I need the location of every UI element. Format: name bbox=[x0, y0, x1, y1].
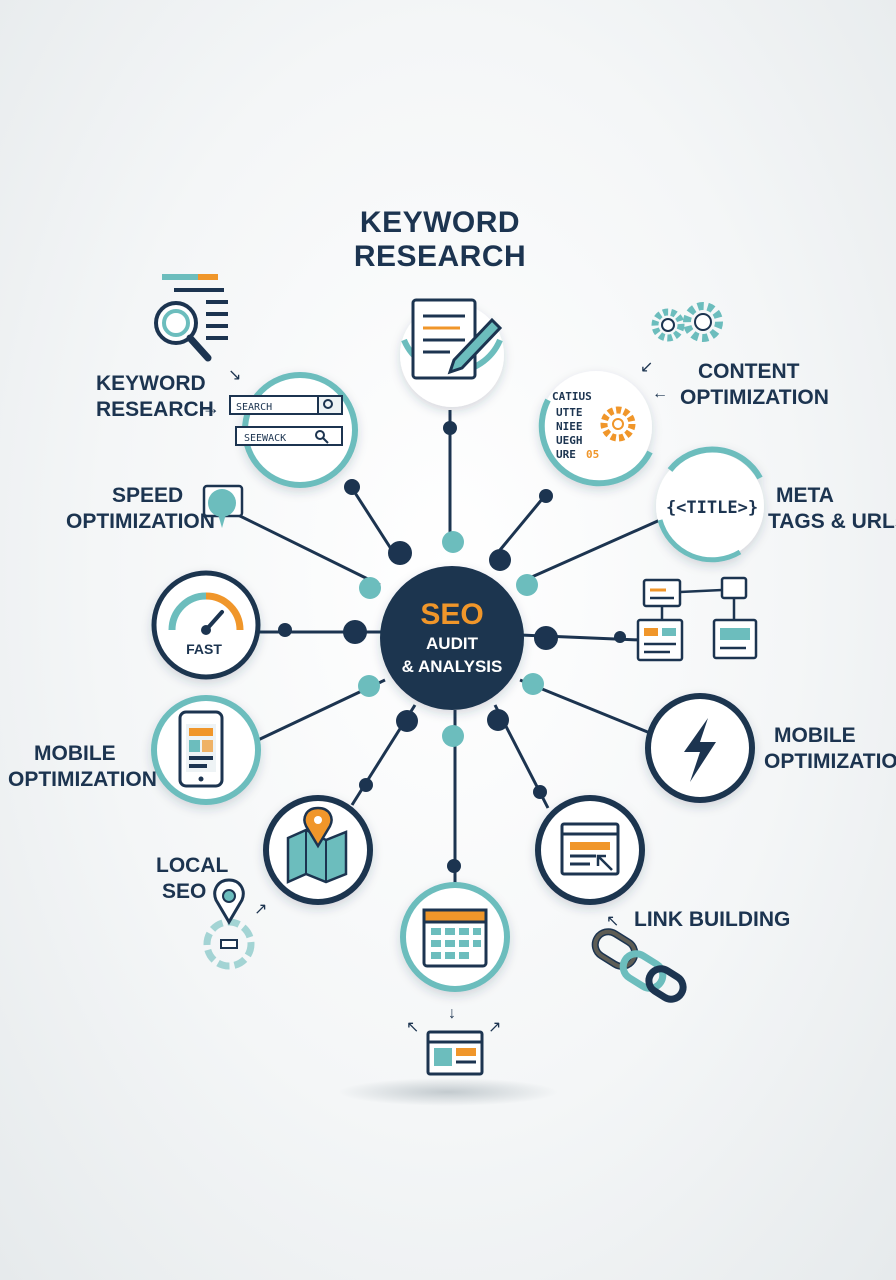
label-mobile-right-1: MOBILE bbox=[774, 724, 856, 747]
label-keyword-left-2: RESEARCH bbox=[96, 398, 214, 421]
content-text-4: UEGH bbox=[556, 434, 583, 447]
chat-bubble-icon bbox=[202, 484, 244, 528]
content-text-1: CATIUS bbox=[552, 390, 592, 403]
sitemap-icon bbox=[636, 576, 758, 662]
title-tag-icon: {<TITLE>} bbox=[666, 498, 758, 518]
chain-link-icon bbox=[591, 928, 687, 1003]
label-content-2: OPTIMIZATION bbox=[680, 386, 829, 409]
arrow-glyph: ↗ bbox=[488, 1019, 501, 1036]
label-link: LINK BUILDING bbox=[634, 908, 790, 931]
label-mobile-left-2: OPTIMIZATION bbox=[8, 768, 157, 791]
search-icon bbox=[315, 430, 325, 440]
arrow-glyph: ↖ bbox=[606, 913, 619, 930]
search-box-top: SEARCH bbox=[229, 395, 343, 415]
location-pin-icon bbox=[203, 878, 255, 970]
node-content bbox=[538, 371, 653, 487]
arrow-glyph: ↗ bbox=[254, 901, 267, 918]
content-text-2: UTTE bbox=[556, 406, 583, 419]
search-box-top-text: SEARCH bbox=[236, 402, 272, 413]
label-keyword-left-1: KEYWORD bbox=[96, 372, 206, 395]
connector-dots bbox=[278, 421, 626, 873]
center-title: SEO bbox=[420, 598, 483, 631]
content-gear-icon: CATIUS UTTE NIEE UEGH URE 05 bbox=[552, 390, 636, 461]
label-speed-2: OPTIMIZATION bbox=[66, 510, 215, 533]
search-box-bottom-text: SEEWACK bbox=[244, 433, 286, 444]
ground-shadow bbox=[338, 1078, 558, 1106]
document-pen-icon bbox=[411, 298, 503, 380]
arrow-glyph: ← bbox=[652, 385, 668, 402]
arrow-glyph: → bbox=[202, 398, 220, 418]
map-pin-icon bbox=[286, 806, 348, 884]
speed-gauge-label: FAST bbox=[186, 641, 222, 657]
arrow-glyph: ↙ bbox=[640, 359, 653, 376]
top-title-line1: KEYWORD bbox=[360, 206, 520, 239]
content-text-3: NIEE bbox=[556, 420, 583, 433]
center-hub: SEO AUDIT & ANALYSIS bbox=[380, 566, 524, 710]
gears-icon bbox=[651, 302, 723, 342]
browser-window-icon bbox=[560, 822, 620, 876]
responsive-window-icon bbox=[426, 1030, 484, 1076]
smartphone-icon bbox=[178, 710, 224, 788]
label-local-2: SEO bbox=[162, 880, 206, 903]
label-content-1: CONTENT bbox=[698, 360, 800, 383]
speedometer-icon: FAST bbox=[168, 592, 244, 657]
top-title-line2: RESEARCH bbox=[354, 240, 526, 273]
arrow-glyph: ↓ bbox=[448, 1005, 456, 1022]
content-text-6: 05 bbox=[586, 448, 599, 461]
label-local-1: LOCAL bbox=[156, 854, 228, 877]
label-speed-1: SPEED bbox=[112, 484, 183, 507]
magnifier-list-icon bbox=[154, 274, 228, 362]
label-mobile-right-2: OPTIMIZATION bbox=[764, 750, 896, 773]
calendar-grid-icon bbox=[422, 908, 488, 968]
node-meta bbox=[656, 446, 764, 563]
label-meta-2: TAGS & URLs bbox=[768, 510, 896, 533]
center-line3: & ANALYSIS bbox=[402, 657, 503, 676]
label-mobile-left-1: MOBILE bbox=[34, 742, 116, 765]
arrow-glyph: ↘ bbox=[228, 367, 241, 384]
center-line2: AUDIT bbox=[426, 634, 479, 653]
content-text-5: URE bbox=[556, 448, 576, 461]
search-icon bbox=[323, 399, 333, 409]
search-box-bottom: SEEWACK bbox=[235, 426, 343, 446]
lightning-icon bbox=[684, 718, 716, 782]
label-meta-1: META bbox=[776, 484, 834, 507]
arrow-glyph: ↖ bbox=[406, 1019, 419, 1036]
